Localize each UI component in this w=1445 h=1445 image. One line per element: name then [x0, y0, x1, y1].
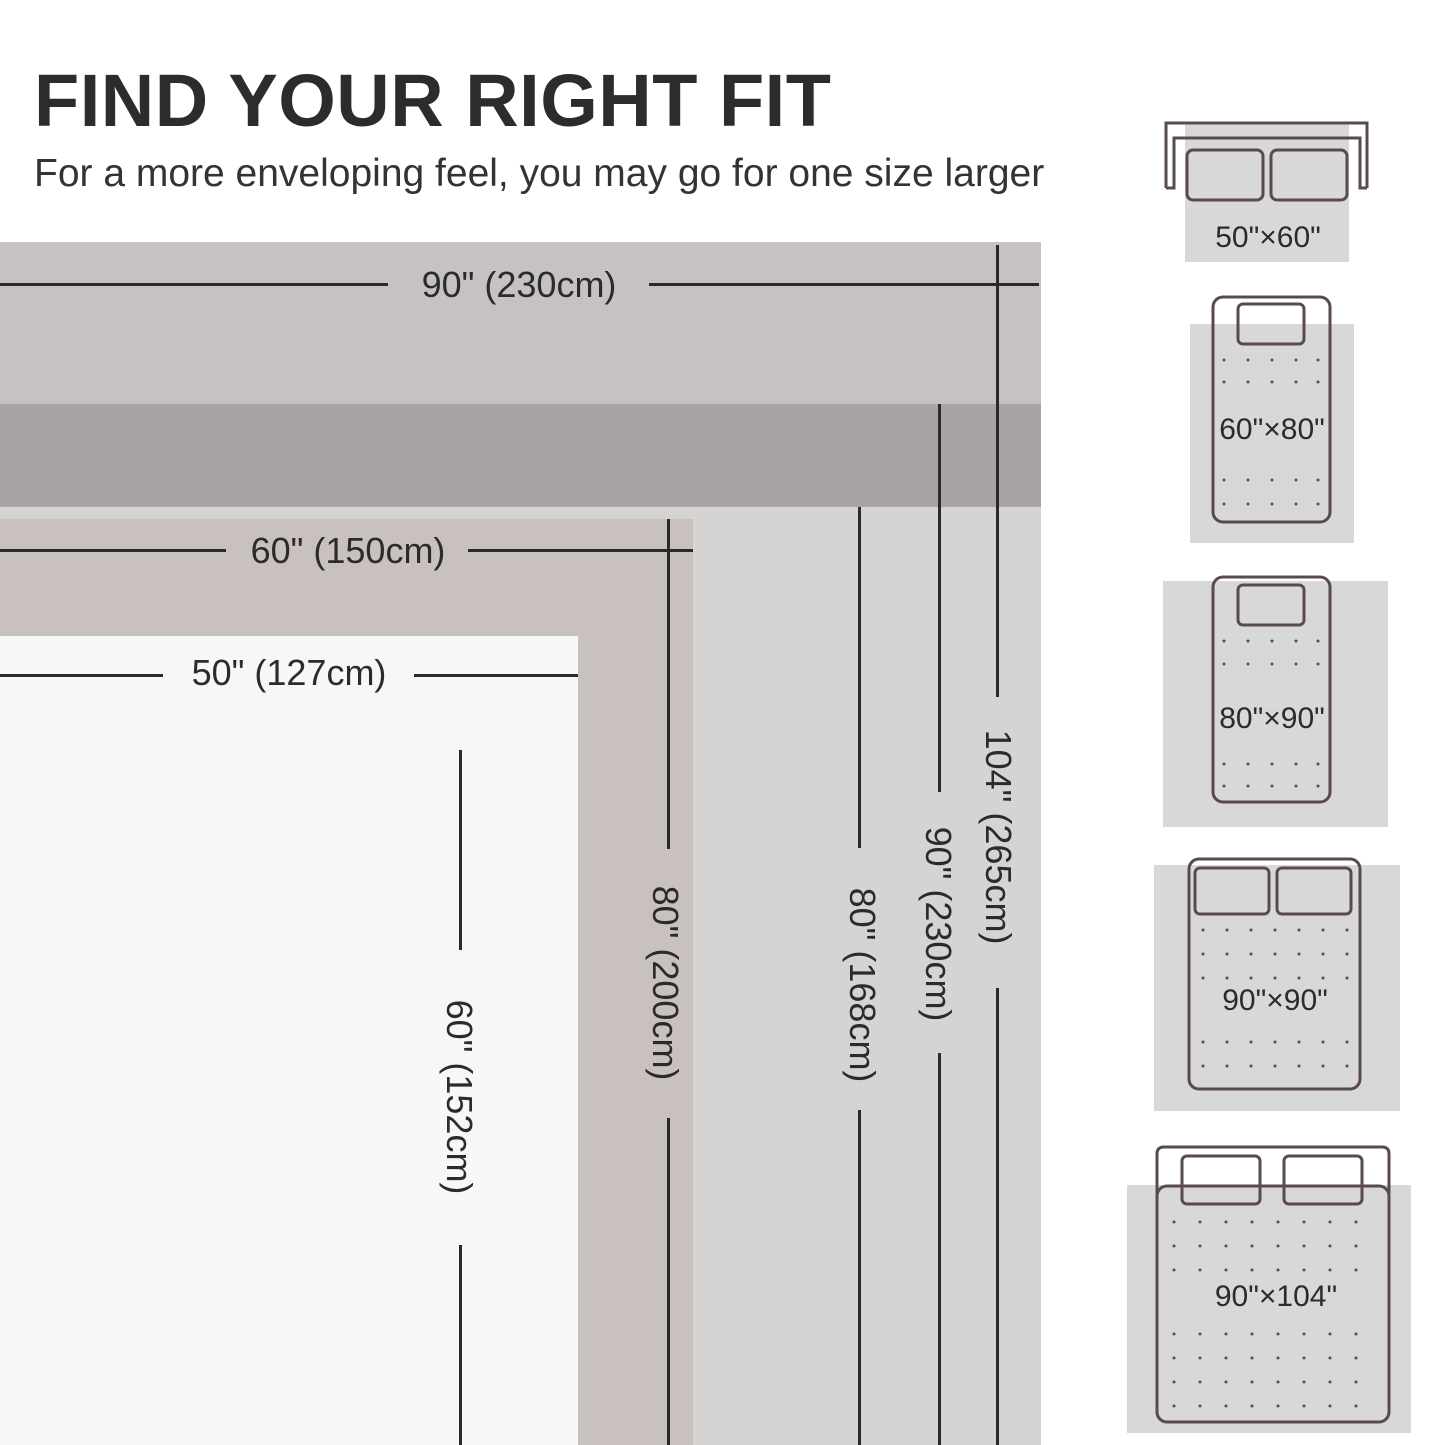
- height-80-168-line-bottom: [858, 1110, 861, 1445]
- page-subtitle: For a more enveloping feel, you may go f…: [34, 152, 1045, 195]
- size-item-60x80: 60"×80": [1188, 294, 1354, 544]
- blanket-90x90-band: [0, 404, 1041, 507]
- width-90-line-left: [0, 283, 388, 286]
- height-60-line-top: [459, 750, 462, 950]
- height-80-200-line-bottom: [667, 1118, 670, 1445]
- size-label-50x60: 50"×60": [1215, 221, 1321, 254]
- width-60-label: 60" (150cm): [250, 530, 446, 571]
- size-label-90x90: 90"×90": [1222, 984, 1328, 1017]
- height-104-line-top: [996, 245, 999, 697]
- size-label-90x104: 90"×104": [1214, 1280, 1338, 1313]
- width-90-line-right: [649, 283, 1039, 286]
- blanket-50x60-area: [0, 636, 578, 1445]
- height-90-line-top: [938, 404, 941, 792]
- size-item-50x60: 50"×60": [1160, 118, 1375, 264]
- size-label-80x90: 80"×90": [1219, 702, 1325, 735]
- height-80-168-line-top: [858, 507, 861, 848]
- height-90-label: 90" (230cm): [918, 826, 959, 1022]
- width-50-line-left: [0, 674, 163, 677]
- height-60-label: 60" (152cm): [439, 999, 480, 1195]
- height-90-line-bottom: [938, 1053, 941, 1445]
- size-item-80x90: 80"×90": [1162, 574, 1388, 828]
- width-90-label: 90" (230cm): [421, 264, 617, 305]
- width-60-line-left: [0, 549, 226, 552]
- double-bed-icon: [1154, 857, 1400, 1111]
- height-80-200-line-top: [667, 519, 670, 849]
- king-bed-icon: [1127, 1145, 1411, 1433]
- width-50-line-right: [414, 674, 578, 677]
- height-80-200-label: 80" (200cm): [645, 885, 686, 1081]
- size-item-90x90: 90"×90": [1153, 856, 1401, 1112]
- size-item-90x104: 90"×104": [1126, 1144, 1412, 1434]
- height-104-line-bottom: [996, 988, 999, 1445]
- size-label-60x80: 60"×80": [1219, 413, 1325, 446]
- sofa-icon: [1164, 121, 1369, 262]
- height-60-line-bottom: [459, 1245, 462, 1445]
- height-104-label: 104" (265cm): [978, 729, 1019, 945]
- width-60-line-right: [468, 549, 693, 552]
- page-title: FIND YOUR RIGHT FIT: [34, 59, 832, 142]
- single-bed-icon: [1190, 295, 1354, 543]
- width-50-label: 50" (127cm): [191, 652, 387, 693]
- height-80-168-label: 80" (168cm): [842, 887, 883, 1083]
- single-bed-icon: [1163, 575, 1388, 827]
